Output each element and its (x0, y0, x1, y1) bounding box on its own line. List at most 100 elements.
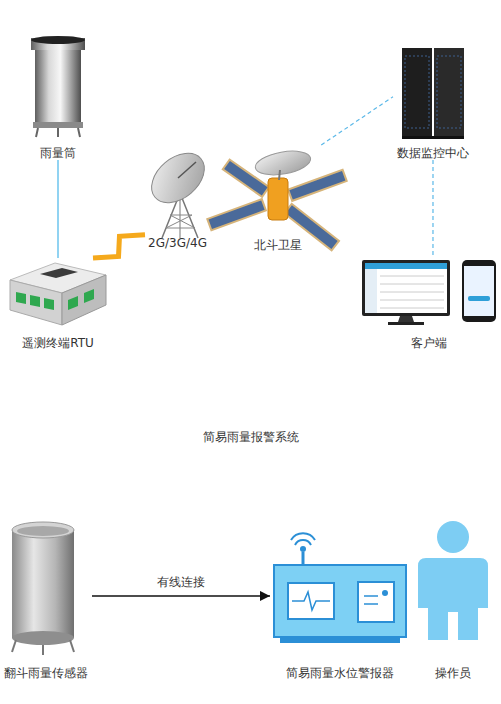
panel-line (364, 603, 378, 605)
connector-label: 有线连接 (157, 575, 205, 589)
device-base (280, 637, 400, 643)
illustrated-node: 遥测终端RTU (8, 258, 108, 350)
node-label: 操作员 (435, 666, 471, 680)
sensor-top (12, 522, 74, 538)
gauge-opening (31, 36, 85, 44)
node-label: 2G/3G/4G (148, 236, 207, 250)
node-label: 客户端 (411, 336, 447, 350)
screen-row (380, 292, 444, 293)
rtu-side-face (62, 275, 106, 325)
waveform (292, 592, 330, 610)
server-rack (434, 48, 464, 136)
node-label: 遥测终端RTU (22, 336, 94, 350)
rtu-terminal (44, 298, 54, 310)
gauge-leg (57, 128, 59, 137)
screen-row (380, 284, 444, 285)
screen-header (365, 263, 447, 269)
antenna-tip (300, 546, 306, 552)
node-label: 翻斗雨量传感器 (4, 666, 88, 680)
rtu-terminal (68, 296, 78, 310)
server-slots (437, 56, 461, 128)
sensor-bottom (12, 631, 74, 645)
rtu-front-face (10, 280, 62, 325)
rtu-display (40, 268, 78, 278)
monitor-stand (398, 316, 414, 322)
sensor-leg (12, 640, 16, 652)
rtu-illustration (10, 263, 106, 325)
node-label: 数据监控中心 (397, 146, 469, 160)
illustrated-node: 客户端 (358, 255, 500, 350)
screen-row (380, 276, 444, 277)
wireless-link (93, 235, 145, 258)
signal-wave (295, 540, 311, 545)
client-illustration (362, 260, 496, 325)
satellite-mast (279, 170, 280, 180)
illustrated-node: 雨量筒 (23, 35, 93, 160)
gauge-leg (36, 128, 38, 137)
node-label: 北斗卫星 (254, 238, 302, 252)
gauge-leg (78, 128, 80, 137)
satellite-body (268, 178, 288, 220)
diagram-caption: 简易雨量报警系统 (0, 430, 501, 444)
illustrated-node: 翻斗雨量传感器 (0, 518, 92, 680)
illustrated-node: 简易雨量水位警报器 (270, 518, 410, 680)
connector-line (92, 595, 270, 597)
alarm-device-illustration (274, 533, 406, 643)
tower-brace (166, 228, 195, 229)
server-rack (402, 48, 432, 136)
signal-wave (291, 533, 315, 540)
solar-panel (288, 170, 347, 201)
monitor-base (388, 322, 424, 325)
gauge-body (35, 50, 81, 125)
tower-leg (180, 198, 181, 238)
node-label: 雨量筒 (40, 146, 76, 160)
antenna-dish (142, 143, 214, 212)
connector-line (57, 160, 59, 258)
illustrated-node: 北斗卫星 (215, 145, 340, 252)
dashed-link (321, 97, 393, 145)
screen-row (380, 300, 444, 301)
rtu-terminal (16, 292, 26, 304)
sensor-leg (42, 645, 44, 655)
person-head (437, 521, 469, 553)
tower-brace (166, 215, 192, 228)
satellite-dish (254, 147, 313, 178)
illustrated-node: 数据监控中心 (393, 45, 473, 160)
panel-dot (382, 590, 388, 596)
antenna-feed (178, 162, 196, 178)
device-body (274, 565, 406, 637)
satellite-illustration (207, 147, 346, 250)
device-antenna (302, 552, 305, 565)
phone-button (468, 296, 490, 301)
server-base (402, 136, 464, 139)
rain-sensor-illustration (12, 522, 74, 655)
server-illustration (402, 48, 464, 139)
gauge-base-ring (33, 122, 83, 128)
node-label: 简易雨量水位警报器 (286, 666, 394, 680)
device-screen (288, 583, 334, 619)
sensor-body (12, 530, 74, 638)
tower-brace (170, 215, 195, 228)
rtu-terminal (30, 295, 40, 307)
monitor-screen (365, 263, 447, 313)
illustrated-node: 2G/3G/4G (145, 148, 210, 250)
dashed-link (432, 160, 433, 255)
illustrated-node: 操作员 (418, 518, 488, 680)
phone-screen (464, 266, 494, 316)
monitor-frame (362, 260, 450, 316)
device-panel (358, 582, 394, 622)
person-body (418, 558, 488, 640)
tower-leg (182, 198, 198, 238)
antenna-illustration (142, 143, 214, 238)
sensor-opening (17, 526, 69, 536)
rain-gauge-illustration (31, 36, 85, 137)
server-slots (405, 56, 429, 128)
screen-sidebar (365, 269, 377, 313)
phone-frame (462, 260, 496, 322)
rtu-terminal (84, 289, 94, 303)
screen-row (380, 308, 444, 309)
